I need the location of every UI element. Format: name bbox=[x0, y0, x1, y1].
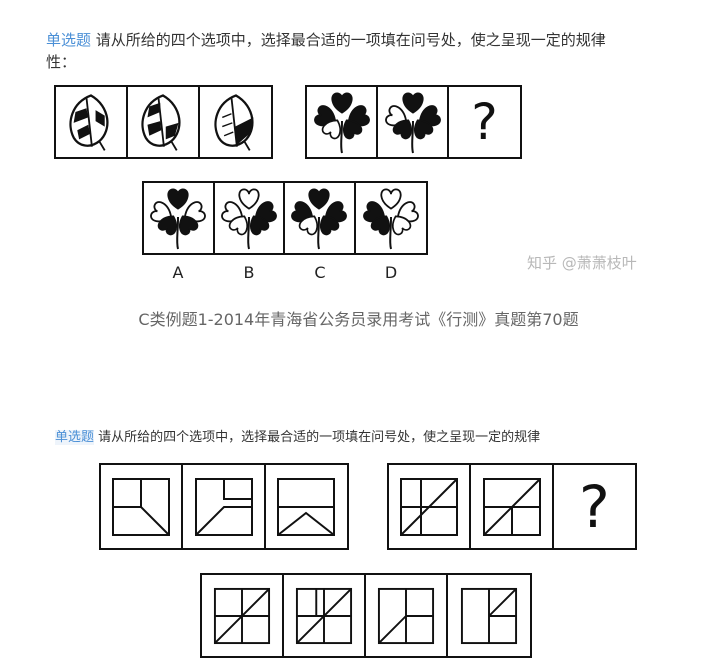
q1-options-panel bbox=[142, 181, 428, 255]
q2-figure-4 bbox=[389, 465, 472, 548]
question1-prompt-line1: 单选题 请从所给的四个选项中，选择最合适的一项填在问号处，使之呈现一定的规律 bbox=[46, 30, 606, 50]
q2-figure-2 bbox=[183, 465, 266, 548]
q1-clover-figure-2 bbox=[378, 87, 449, 157]
q1-clover-sequence: ? bbox=[305, 85, 522, 159]
question-mark: ? bbox=[578, 472, 610, 541]
q1-caption: C类例题1-2014年青海省公务员录用考试《行测》真题第70题 bbox=[138, 310, 579, 329]
q1-option-b-label[interactable]: B bbox=[243, 263, 255, 282]
question1-prompt: 请从所给的四个选项中，选择最合适的一项填在问号处，使之呈现一定的规律 bbox=[95, 31, 606, 49]
q1-clover-figure-1 bbox=[307, 87, 378, 157]
q2-sequence-left bbox=[99, 463, 349, 550]
q1-option-a-label[interactable]: A bbox=[172, 263, 184, 282]
question2-prompt: 请从所给的四个选项中，选择最合适的一项填在问号处，使之呈现一定的规律 bbox=[98, 430, 541, 445]
q1-option-a-figure[interactable] bbox=[144, 183, 215, 253]
q1-option-b-figure[interactable] bbox=[215, 183, 285, 253]
q2-figure-1 bbox=[101, 465, 184, 548]
q1-option-c-figure[interactable] bbox=[285, 183, 356, 253]
q2-unknown-cell: ? bbox=[554, 465, 635, 548]
q1-leaf-figure-1 bbox=[56, 87, 128, 157]
q1-leaf-sequence bbox=[54, 85, 273, 159]
q2-sequence-right: ? bbox=[387, 463, 637, 550]
watermark: 知乎 @萧萧枝叶 bbox=[527, 254, 637, 272]
q2-options-panel bbox=[200, 573, 532, 658]
q1-option-c-label[interactable]: C bbox=[314, 263, 326, 282]
q2-option-c-figure[interactable] bbox=[366, 575, 448, 656]
question-type-tag: 单选题 bbox=[46, 31, 92, 49]
question-type-tag: 单选题 bbox=[55, 430, 95, 445]
q2-figure-5 bbox=[471, 465, 554, 548]
q1-leaf-figure-3 bbox=[200, 87, 271, 157]
question1-prompt-line2: 性： bbox=[46, 53, 77, 71]
q2-figure-3 bbox=[266, 465, 347, 548]
q1-unknown-cell: ? bbox=[449, 87, 520, 157]
question2-prompt-line: 单选题 请从所给的四个选项中，选择最合适的一项填在问号处，使之呈现一定的规律 bbox=[55, 428, 540, 448]
q1-option-d-figure[interactable] bbox=[356, 183, 426, 253]
q1-option-d-label[interactable]: D bbox=[384, 263, 398, 282]
q1-leaf-figure-2 bbox=[128, 87, 200, 157]
q2-option-d-figure[interactable] bbox=[448, 575, 530, 656]
q2-option-b-figure[interactable] bbox=[284, 575, 366, 656]
q2-option-a-figure[interactable] bbox=[202, 575, 284, 656]
question-mark: ? bbox=[471, 93, 498, 151]
